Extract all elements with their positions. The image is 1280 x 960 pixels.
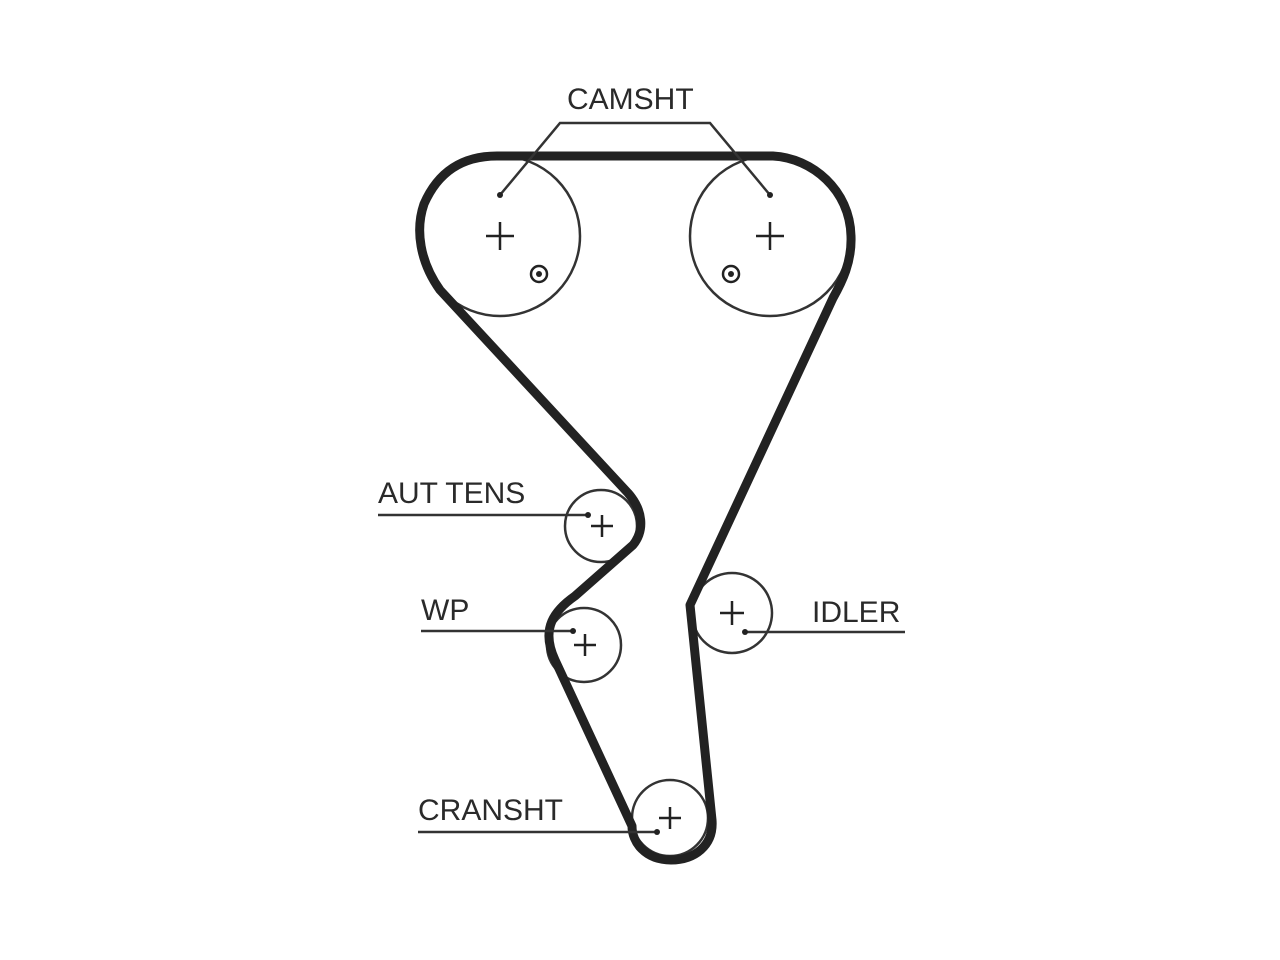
camshaft-right-timing-mark [721, 264, 741, 284]
water-pump-leader-dot [570, 628, 576, 634]
camshaft-right-center-cross [756, 222, 784, 250]
camshaft-label: CAMSHT [567, 83, 694, 116]
camshaft-leader-line [499, 121, 771, 196]
camshaft-right-timing-dot [728, 271, 734, 277]
crankshaft-center-cross [659, 807, 681, 829]
idler-center-cross [720, 601, 744, 625]
crankshaft-leader-dot [654, 829, 660, 835]
water-pump-center-cross [574, 634, 596, 656]
crankshaft-label: CRANSHT [418, 794, 564, 827]
tensioner-label: AUT TENS [378, 477, 526, 510]
idler-leader-dot [742, 629, 748, 635]
camshaft-right-leader-dot [767, 192, 773, 198]
idler-label: IDLER [812, 596, 901, 629]
camshaft-left-timing-mark [529, 264, 549, 284]
timing-belt [415, 151, 856, 865]
tensioner-leader-dot [585, 512, 591, 518]
camshaft-left-center-cross [486, 222, 514, 250]
camshaft-left-leader-dot [497, 192, 503, 198]
tensioner-center-cross [591, 515, 613, 537]
water-pump-label: WP [421, 594, 470, 627]
camshaft-left-timing-dot [536, 271, 542, 277]
